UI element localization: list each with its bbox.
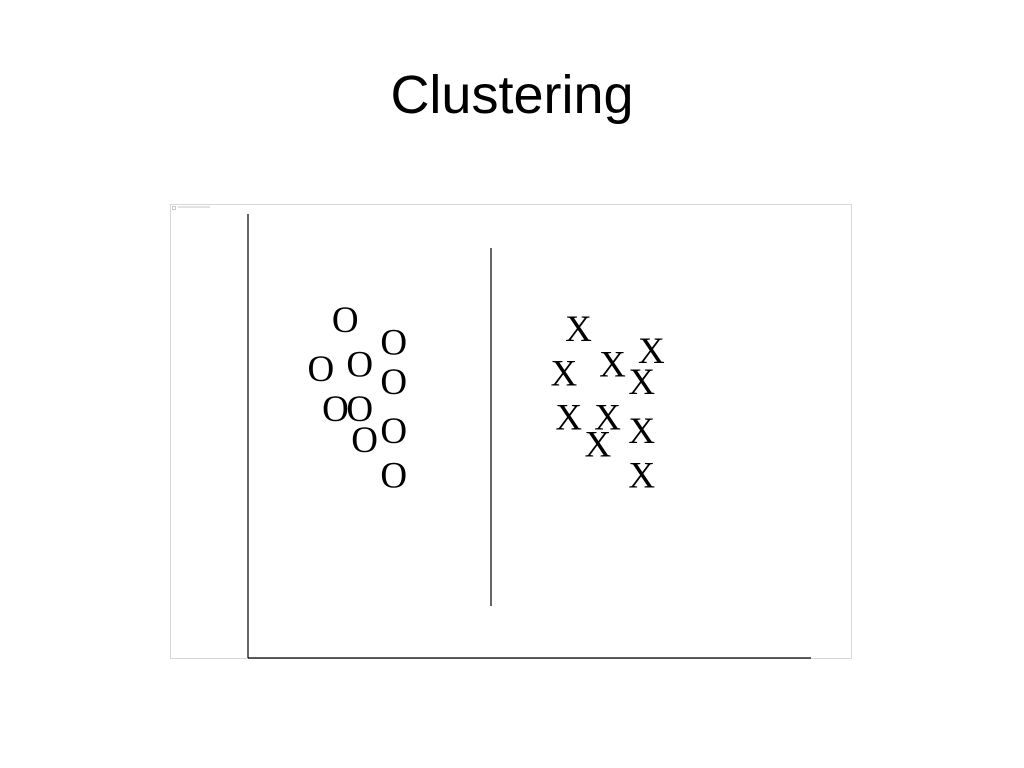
figure-corner-mark (172, 206, 176, 210)
cluster-o-point-8: O (380, 411, 407, 452)
cluster-x-point-1: X (565, 309, 592, 350)
cluster-o-point-3: O (308, 349, 335, 390)
cluster-x-point-7: X (594, 398, 621, 439)
cluster-o-point-5: O (380, 362, 407, 403)
cluster-o-point-4: O (346, 345, 373, 386)
cluster-x-point-8: X (628, 411, 655, 452)
cluster-x-point-9: X (585, 424, 612, 465)
cluster-o-point-10: O (380, 456, 407, 497)
cluster-o-point-6: O (322, 389, 349, 430)
cluster-o-point-9: O (351, 420, 378, 461)
cluster-o-point-7: O (346, 389, 373, 430)
cluster-x-point-10: X (628, 456, 655, 497)
cluster-o-point-1: O (332, 300, 359, 341)
cluster-x-point-5: X (628, 362, 655, 403)
slide-title: Clustering (390, 65, 634, 125)
cluster-x-point-4: X (551, 353, 578, 394)
cluster-x-point-3: X (599, 345, 626, 386)
cluster-x-point-6: X (555, 398, 582, 439)
cluster-o-point-2: O (380, 322, 407, 363)
cluster-x-point-2: X (638, 331, 665, 372)
figure-corner-caption (178, 206, 210, 208)
